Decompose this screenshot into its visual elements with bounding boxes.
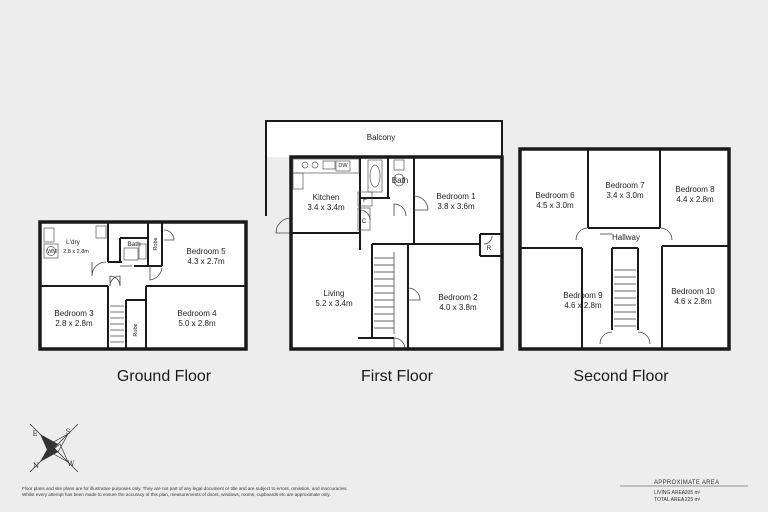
- ground-floor-title: Ground Floor: [117, 368, 212, 385]
- room-balcony-name: Balcony: [367, 133, 395, 142]
- room-cupboard-name: C: [362, 218, 367, 225]
- compass-south-label: S: [66, 428, 71, 436]
- room-bedroom-7-dims: 3.4 x 3.0m: [606, 191, 644, 200]
- ground-floor-plan: [38, 220, 248, 351]
- first-floor-plan: [265, 120, 504, 351]
- room-robe-ground-2-name: Robe: [133, 323, 139, 336]
- room-laundry-dims: 2.8 x 2.8m: [63, 249, 89, 255]
- room-hallway-name: Hallway: [612, 233, 640, 242]
- room-bedroom-7-name: Bedroom 7: [605, 181, 645, 190]
- compass-icon: [29, 423, 79, 473]
- room-dw-name: DW: [338, 163, 348, 169]
- area-heading: APPROXIMATE AREA: [654, 480, 719, 486]
- room-bedroom-6-dims: 4.5 x 3.0m: [536, 201, 574, 210]
- room-kitchen-dims: 3.4 x 3.4m: [307, 203, 345, 212]
- room-bath-first-name: Bath: [392, 176, 408, 185]
- room-wm-name: WM: [47, 249, 57, 255]
- room-bedroom-9-dims: 4.6 x 2.8m: [564, 301, 602, 310]
- room-bedroom-9-name: Bedroom 9: [563, 291, 603, 300]
- room-bedroom-10-dims: 4.6 x 2.8m: [674, 297, 712, 306]
- compass-west-label: W: [67, 460, 75, 468]
- total-area-value: : 225 m²: [682, 497, 701, 503]
- room-kitchen-name: Kitchen: [313, 193, 340, 202]
- living-area-value: : 205 m²: [682, 490, 701, 496]
- room-robe-ground-name: Robe: [153, 237, 159, 250]
- disclaimer-line-1: Floor plans and site plans are for illus…: [22, 486, 348, 491]
- second-floor-title: Second Floor: [573, 368, 669, 385]
- total-area-label: TOTAL AREA: [654, 497, 685, 503]
- room-bedroom-4-name: Bedroom 4: [177, 309, 217, 318]
- approximate-area-box: APPROXIMATE AREA LIVING AREA : 205 m² TO…: [620, 480, 748, 503]
- room-bedroom-6-name: Bedroom 6: [535, 191, 575, 200]
- room-living-dims: 5.2 x 3.4m: [315, 299, 353, 308]
- room-bath-ground-name: Bath: [127, 241, 141, 248]
- room-bedroom-3-name: Bedroom 3: [54, 309, 94, 318]
- room-bedroom-5-name: Bedroom 5: [186, 247, 226, 256]
- room-bedroom-8-dims: 4.4 x 2.8m: [676, 195, 714, 204]
- room-bedroom-2-dims: 4.0 x 3.8m: [439, 303, 477, 312]
- room-living-name: Living: [324, 289, 345, 298]
- room-bedroom-1-dims: 3.8 x 3.6m: [437, 202, 475, 211]
- room-robe-first-name: R: [487, 245, 492, 252]
- second-floor-plan: [518, 147, 731, 351]
- room-fridge-name: F: [363, 197, 367, 204]
- room-bedroom-4-dims: 5.0 x 2.8m: [178, 319, 216, 328]
- room-bedroom-8-name: Bedroom 8: [675, 185, 715, 194]
- compass-east-label: E: [32, 430, 37, 438]
- room-bedroom-2-name: Bedroom 2: [438, 293, 478, 302]
- room-bedroom-1-name: Bedroom 1: [436, 192, 476, 201]
- disclaimer-line-2: Whilst every attempt has been made to en…: [22, 492, 331, 497]
- room-bedroom-3-dims: 2.8 x 2.8m: [55, 319, 93, 328]
- compass-north-label: N: [33, 462, 39, 470]
- first-floor-title: First Floor: [361, 368, 434, 385]
- room-bedroom-5-dims: 4.3 x 2.7m: [187, 257, 225, 266]
- room-laundry-name: L'dry: [66, 239, 81, 246]
- room-bedroom-10-name: Bedroom 10: [671, 287, 715, 296]
- living-area-label: LIVING AREA: [654, 490, 686, 496]
